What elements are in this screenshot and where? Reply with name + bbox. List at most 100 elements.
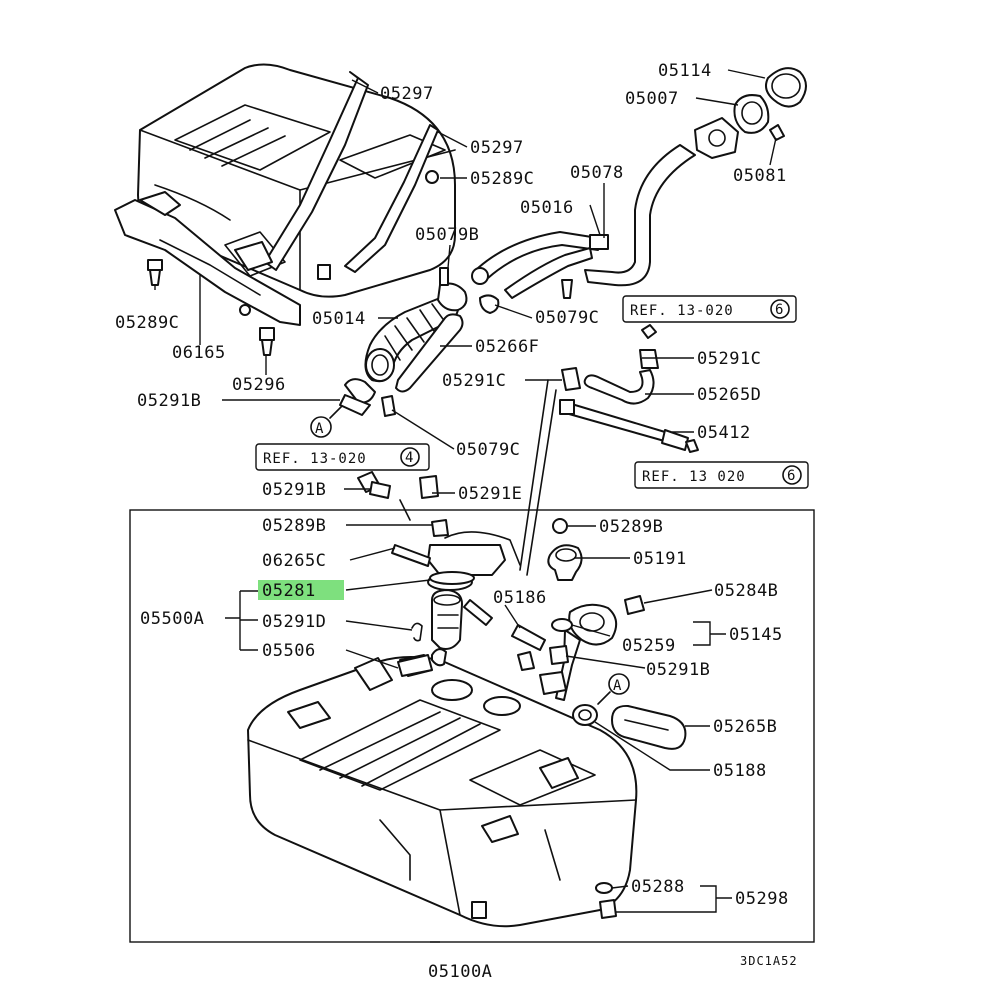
label-05191: 05191 xyxy=(633,549,687,569)
pump-seal-05191 xyxy=(547,544,583,581)
label-05145: 05145 xyxy=(729,625,783,645)
fuel-line-05412 xyxy=(559,399,699,453)
label-05078: 05078 xyxy=(570,163,624,183)
clip-05291d xyxy=(411,622,423,642)
drain-plug-05288 xyxy=(595,882,613,894)
label-05291b-a: 05291B xyxy=(137,391,201,411)
label-05081: 05081 xyxy=(733,166,787,186)
clamp-05291c-right xyxy=(639,324,659,369)
label-05289c-top: 05289C xyxy=(470,169,534,189)
filler-neck-05078 xyxy=(584,117,739,287)
label-05297-b: 05297 xyxy=(470,138,524,158)
label-05281: 05281 xyxy=(262,581,316,601)
label-05079c-mid: 05079C xyxy=(456,440,520,460)
bolt-05289c-left xyxy=(147,259,163,286)
tank-strap-05297 xyxy=(264,71,439,273)
label-05114: 05114 xyxy=(658,61,712,81)
label-05291b-b: 05291B xyxy=(262,480,326,500)
hose-05265b xyxy=(611,704,687,750)
label-05265d: 05265D xyxy=(697,385,761,405)
filler-hose-05014 xyxy=(364,296,459,383)
ref-mid-num: 4 xyxy=(405,450,414,466)
label-05014: 05014 xyxy=(312,309,366,329)
label-05186: 05186 xyxy=(493,588,547,608)
breather-hose-05016 xyxy=(471,231,609,299)
label-06265c: 06265C xyxy=(262,551,326,571)
bolt-05284b xyxy=(624,595,645,615)
label-05291e: 05291E xyxy=(458,484,522,504)
ref-box-bottom: REF. 13 020 6 xyxy=(634,461,809,489)
ref-mid-text: REF. 13-020 xyxy=(263,451,367,467)
fuel-cap-05114 xyxy=(765,67,807,108)
gasket-05259 xyxy=(551,618,573,632)
label-05291d: 05291D xyxy=(262,612,326,632)
clamp-05079c-top xyxy=(479,279,573,314)
label-05016: 05016 xyxy=(520,198,574,218)
bolt-05289c-top xyxy=(425,170,439,184)
connector-lines xyxy=(399,379,557,576)
marker-a-top-text: A xyxy=(315,421,324,437)
label-05100a: 05100A xyxy=(428,962,492,982)
tank-bracket-06165 xyxy=(114,191,301,326)
cover-05506 xyxy=(397,654,433,677)
clamp-05079c-mid xyxy=(381,395,396,417)
label-05506: 05506 xyxy=(262,641,316,661)
clamp-05188 xyxy=(572,704,598,726)
marker-a-top: A xyxy=(310,405,343,438)
ref-box-top: REF. 13-020 6 xyxy=(622,295,797,323)
vent-hose-06265c xyxy=(391,544,431,567)
label-05007: 05007 xyxy=(625,89,679,109)
ref-bot-num: 6 xyxy=(787,468,796,484)
part-labels: 05297 05297 05289C 05078 05016 05114 050… xyxy=(115,61,798,982)
filler-flange-05007 xyxy=(733,94,770,134)
screw-05081 xyxy=(769,124,785,141)
drain-bolt-05298 xyxy=(599,899,617,919)
clamp-05291b-c xyxy=(549,645,569,665)
label-05298: 05298 xyxy=(735,889,789,909)
label-05289c-left: 05289C xyxy=(115,313,179,333)
label-05412: 05412 xyxy=(697,423,751,443)
ref-box-mid: REF. 13-020 4 xyxy=(255,443,430,471)
label-06165: 06165 xyxy=(172,343,226,363)
label-05297-a: 05297 xyxy=(380,84,434,104)
bolt-05296 xyxy=(259,327,275,356)
vent-hose-05266f xyxy=(395,313,464,393)
ref-bot-text: REF. 13 020 xyxy=(642,469,746,485)
label-05265b: 05265B xyxy=(713,717,777,737)
label-05259: 05259 xyxy=(622,636,676,656)
label-05284b: 05284B xyxy=(714,581,778,601)
clamp-05079b xyxy=(437,267,468,312)
label-05291c-right: 05291C xyxy=(697,349,761,369)
clamp-05291b-a xyxy=(339,378,376,416)
gasket-05281 xyxy=(429,571,475,585)
label-05289b-right: 05289B xyxy=(599,517,663,537)
label-05266f: 05266F xyxy=(475,337,539,357)
clamp-05291c-mid xyxy=(561,367,581,391)
ref-top-num: 6 xyxy=(775,302,784,318)
label-05289b: 05289B xyxy=(262,516,326,536)
hose-05186 xyxy=(511,624,546,671)
label-05291b-c: 05291B xyxy=(646,660,710,680)
highlight-05281 xyxy=(258,580,344,600)
ref-top-text: REF. 13-020 xyxy=(630,303,734,319)
label-05288: 05288 xyxy=(631,877,685,897)
clamp-05291e xyxy=(419,475,439,499)
marker-a-bottom: A xyxy=(597,673,630,705)
clamp-05291b-b xyxy=(357,471,391,499)
marker-a-bottom-text: A xyxy=(613,678,622,694)
label-05079c-top: 05079C xyxy=(535,308,599,328)
label-05291c-mid: 05291C xyxy=(442,371,506,391)
bolt-05289b-right xyxy=(552,518,568,534)
label-05296: 05296 xyxy=(232,375,286,395)
hose-05265d xyxy=(583,369,655,405)
fuel-tank-05100a xyxy=(247,654,638,928)
leader-lines xyxy=(154,69,777,943)
label-05079b: 05079B xyxy=(415,225,479,245)
diagram-code: 3DC1A52 xyxy=(740,954,798,968)
label-05188: 05188 xyxy=(713,761,767,781)
lower-assembly-frame xyxy=(129,509,815,943)
bolt-05289b-left xyxy=(431,519,449,537)
label-05500a: 05500A xyxy=(140,609,204,629)
